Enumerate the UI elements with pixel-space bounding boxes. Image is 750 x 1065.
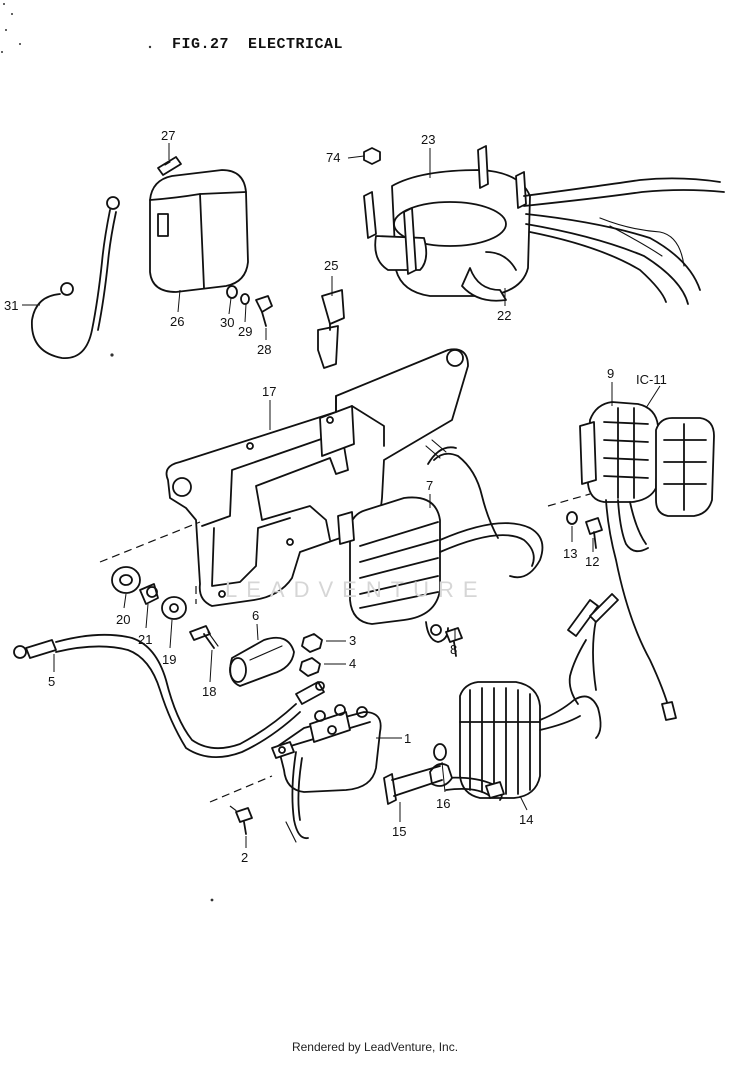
callout-19: 19	[162, 652, 176, 667]
battery-cable-5[interactable]	[13, 633, 325, 758]
callout-2: 2	[241, 850, 248, 865]
terminal-boot-6[interactable]	[229, 636, 295, 687]
washer-19[interactable]	[161, 596, 187, 620]
callout-5: 5	[48, 674, 55, 689]
callout-30: 30	[220, 315, 234, 330]
clamp-25[interactable]	[317, 289, 345, 369]
callout-26: 26	[170, 314, 184, 329]
callout-16: 16	[436, 796, 450, 811]
callout-29: 29	[238, 324, 252, 339]
callout-14: 14	[519, 812, 533, 827]
callout-9: 9	[607, 366, 614, 381]
callout-31: 31	[4, 298, 18, 313]
cover-26[interactable]	[149, 169, 249, 293]
callout-18: 18	[202, 684, 216, 699]
watermark: LEADVENTURE	[225, 577, 487, 602]
grommet-20[interactable]	[111, 566, 141, 594]
collar-21[interactable]	[139, 583, 159, 605]
callout-4: 4	[349, 656, 356, 671]
callout-7: 7	[426, 478, 433, 493]
callout-3: 3	[349, 633, 356, 648]
callout-74: 74	[326, 150, 340, 165]
callout-21: 21	[138, 632, 152, 647]
callout-25: 25	[324, 258, 338, 273]
screw-12[interactable]	[585, 517, 603, 549]
bolt-27[interactable]	[157, 156, 182, 176]
washers-screw-28-30[interactable]	[226, 285, 273, 327]
bolt-15[interactable]	[383, 765, 443, 805]
callout-22: 22	[497, 308, 511, 323]
bolt-18[interactable]	[189, 625, 219, 649]
screw-2[interactable]	[235, 807, 253, 835]
alignment-lines	[99, 493, 591, 813]
ground-cable-31[interactable]	[31, 196, 120, 359]
callout-28: 28	[257, 342, 271, 357]
callout-20: 20	[116, 612, 130, 627]
fuse-cover-ic-11[interactable]	[655, 417, 715, 517]
figure-title: FIG.27 ELECTRICAL	[172, 36, 344, 53]
nut-74[interactable]	[363, 147, 381, 165]
callout-6: 6	[252, 608, 259, 623]
footer-credit: Rendered by LeadVenture, Inc.	[291, 1040, 459, 1054]
callout-17: 17	[262, 384, 276, 399]
clamp-16[interactable]	[429, 743, 453, 787]
callout-23: 23	[421, 132, 435, 147]
bracket-plate-17[interactable]	[165, 348, 469, 607]
callout-1: 1	[404, 731, 411, 746]
washer-13[interactable]	[566, 511, 578, 525]
callout-27: 27	[161, 128, 175, 143]
nut-4[interactable]	[299, 657, 321, 677]
callout-labels: 27 74 23 31 26 30 29 28 25 22 17 9 IC-11…	[4, 128, 667, 865]
ignition-coil-22-23[interactable]	[363, 145, 725, 305]
callout-13: 13	[563, 546, 577, 561]
callout-15: 15	[392, 824, 406, 839]
leader-lines	[22, 143, 661, 848]
regulator-14[interactable]	[443, 593, 619, 801]
screw-8[interactable]	[445, 627, 463, 657]
callout-ic-11: IC-11	[636, 372, 667, 387]
callout-12: 12	[585, 554, 599, 569]
scan-specks	[1, 3, 214, 902]
starter-relay-1[interactable]	[271, 704, 382, 843]
nut-3[interactable]	[301, 633, 323, 653]
rectifier-7[interactable]	[337, 439, 544, 643]
callout-8: 8	[450, 642, 457, 657]
